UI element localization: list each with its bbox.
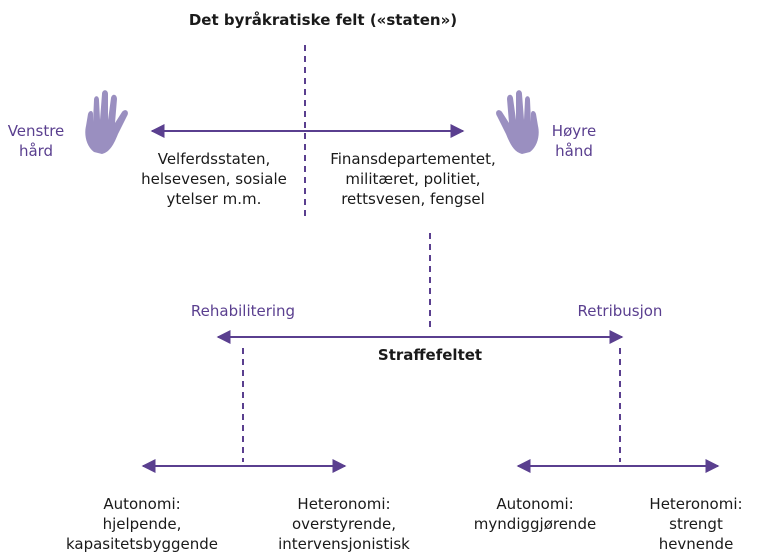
bottom-box-1-line2: hjelpende, [102,515,182,533]
bottom-box-4: Heteronomi: strengt hevnende [640,494,752,554]
bottom-box-1-line3: kapasitetsbyggende [65,535,219,553]
right-field-text: Finansdepartementet, militæret, politiet… [318,149,508,209]
left-hand-label: Venstre hård [4,121,68,161]
bottom-box-3-line1: Autonomi: [496,495,574,513]
left-field-text: Velferdsstaten, helsevesen, sosiale ytel… [134,149,294,209]
bottom-box-4-line2: strengt [669,515,723,533]
left-hand-icon [85,90,128,154]
right-hand-label: Høyre hånd [542,121,606,161]
left-field-line3: ytelser m.m. [166,190,262,208]
penal-field-label: Straffefeltet [377,346,483,364]
right-hand-icon [496,90,539,154]
left-hand-label-line1: Venstre [7,122,65,140]
right-hand-label-line1: Høyre [551,122,597,140]
bottom-box-2-line2: overstyrende, [291,515,397,533]
left-field-line2: helsevesen, sosiale [141,170,287,188]
right-field-line1: Finansdepartementet, [330,150,496,168]
bottom-box-2: Heteronomi: overstyrende, intervensjonis… [254,494,434,554]
bottom-box-1: Autonomi: hjelpende, kapasitetsbyggende [52,494,232,554]
bottom-box-3-line2: myndiggjørende [473,515,597,533]
right-field-line3: rettsvesen, fengsel [341,190,485,208]
bottom-box-4-line3: hevnende [658,535,734,553]
left-hand-label-line2: hård [18,142,54,160]
bottom-box-1-line1: Autonomi: [103,495,181,513]
left-field-line1: Velferdsstaten, [157,150,271,168]
bottom-box-2-line3: intervensjonistisk [278,535,410,553]
bottom-box-2-line1: Heteronomi: [297,495,391,513]
rehabilitation-label: Rehabilitering [190,302,296,320]
bottom-box-4-line1: Heteronomi: [649,495,743,513]
bottom-box-3: Autonomi: myndiggjørende [450,494,620,534]
diagram-title: Det byråkratiske felt («staten») [188,11,458,29]
right-hand-label-line2: hånd [555,142,593,160]
retribution-label: Retribusjon [577,302,663,320]
right-field-line2: militæret, politiet, [345,170,481,188]
